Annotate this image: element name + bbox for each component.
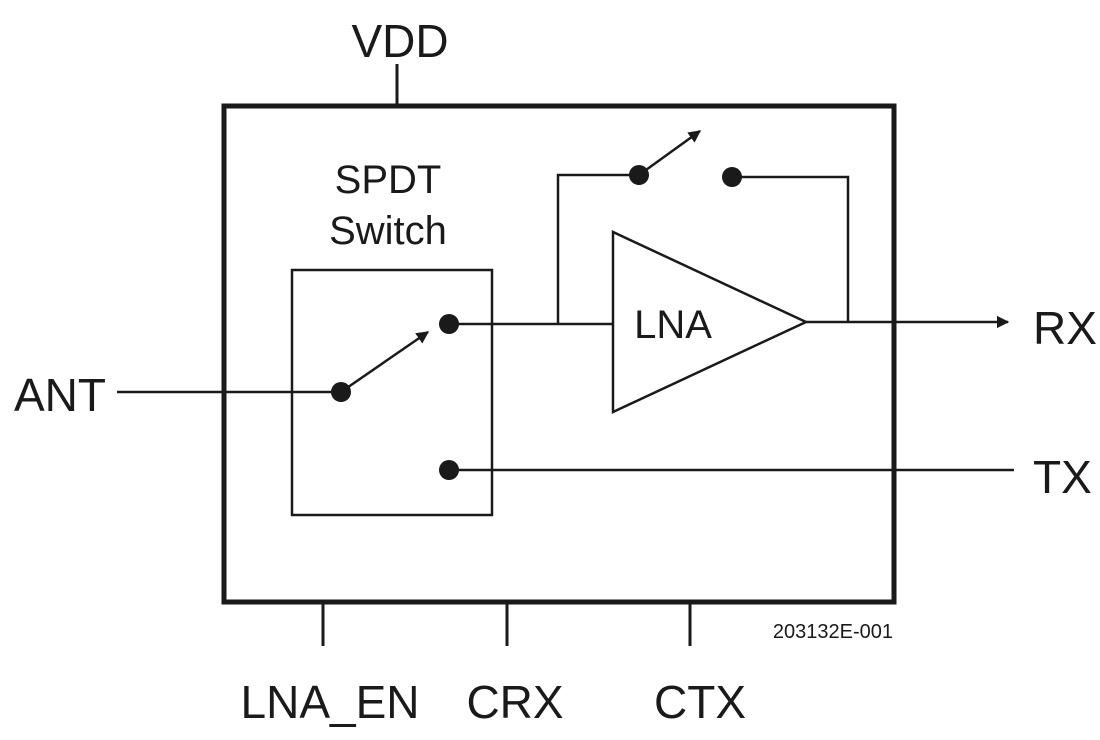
bypass-switch-arrow: [638, 129, 702, 177]
crx-label: CRX: [466, 676, 563, 728]
ctx-label: CTX: [654, 676, 746, 728]
lna-amplifier: [611, 230, 809, 414]
spdt-label-line1: SPDT: [335, 158, 442, 202]
vdd-label: VDD: [351, 15, 448, 67]
figure-id: 203132E-001: [773, 621, 893, 643]
ant-label: ANT: [14, 369, 106, 421]
switch-arm-arrow: [340, 330, 430, 394]
chip-outline: [221, 103, 897, 605]
tx-label: TX: [1033, 451, 1092, 503]
lna-label: LNA: [634, 303, 712, 347]
spdt-label-line2: Switch: [329, 209, 447, 253]
rx-label: RX: [1033, 302, 1097, 354]
bypass-wire-left: [556, 173, 639, 324]
bypass-wire-right: [732, 175, 850, 322]
lna-en-label: LNA_EN: [241, 676, 420, 728]
